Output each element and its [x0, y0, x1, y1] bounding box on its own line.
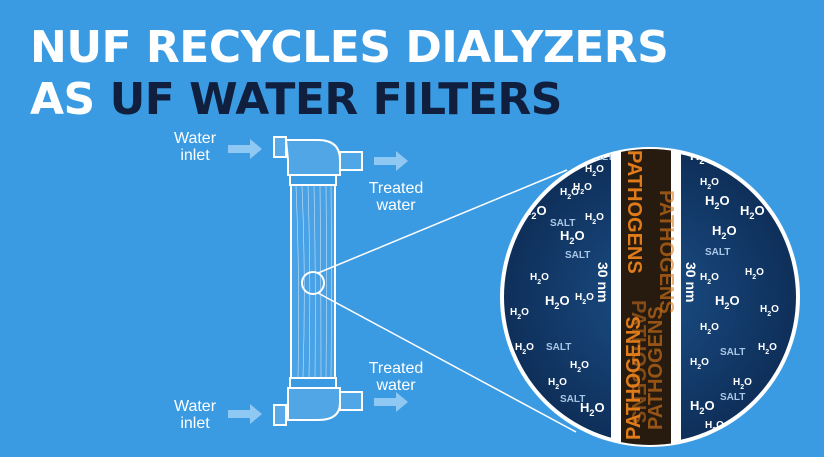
pathogens-labels: PATHOGENS PATHOGENS PATHOGENS PATHOGENS … — [623, 150, 677, 440]
pathogen-label: PATHOGENS — [645, 306, 667, 430]
page-title: NUF RECYCLES DIALYZERS AS UF WATER FILTE… — [30, 22, 669, 126]
salt-label: SALT — [705, 247, 730, 258]
salt-label: SALT — [720, 347, 745, 358]
label-line: inlet — [180, 147, 210, 164]
h2o-label: H2O — [510, 307, 529, 321]
label-line: Treated — [368, 180, 424, 197]
h2o-label: H2O — [515, 342, 534, 356]
h2o-label: H2O — [700, 272, 719, 286]
pore-size-label: 30 nm — [595, 262, 611, 302]
salt-label: SALT — [550, 218, 575, 229]
h2o-label: H2O — [570, 360, 589, 374]
h2o-label: H2O — [560, 228, 585, 246]
salt-label: SALT — [565, 250, 590, 261]
h2o-label: H2O — [548, 377, 567, 391]
arrow-right-icon — [228, 404, 262, 424]
dialyzer-cartridge — [273, 136, 363, 426]
membrane-wall — [671, 149, 681, 445]
water-inlet-top-label: Water inlet — [168, 130, 222, 164]
salt-label: SALT — [588, 152, 613, 163]
h2o-label: H2O — [712, 223, 737, 241]
water-inlet-bottom-label: Water inlet — [168, 398, 222, 432]
h2o-label: H2O — [545, 293, 570, 311]
pathogen-label: PATHOGENS — [623, 316, 645, 440]
h2o-label: H2O — [530, 272, 549, 286]
h2o-label: H2O — [758, 342, 777, 356]
h2o-label: H2O — [705, 193, 730, 211]
h2o-label: H2O — [690, 398, 715, 416]
salt-label: SALT — [560, 394, 585, 405]
salt-label: SALT — [546, 342, 571, 353]
h2o-label: H2O — [573, 182, 592, 196]
zoom-view: PATHOGENS PATHOGENS PATHOGENS PATHOGENS … — [500, 147, 800, 447]
water-molecules: H2O H2O H2O H2O H2O H2O H2O H2O H2O H2O … — [510, 149, 779, 434]
label-line: water — [376, 377, 416, 394]
treated-water-top-label: Treated water — [364, 180, 428, 214]
h2o-label: H2O — [585, 212, 604, 226]
h2o-label: H2O — [740, 203, 765, 221]
h2o-label: H2O — [560, 187, 579, 201]
h2o-label: H2O — [575, 292, 594, 306]
h2o-label: H2O — [700, 177, 719, 191]
pathogen-label: PATHOGENS — [623, 150, 645, 274]
treated-water-bottom-label: Treated water — [364, 360, 428, 394]
h2o-label: H2O — [580, 400, 605, 418]
h2o-label: H2O — [715, 293, 740, 311]
label-line: water — [376, 197, 416, 214]
pore-size-label: 30 nm — [683, 262, 699, 302]
pathogen-label: PATHOGENS — [627, 300, 649, 424]
h2o-label: H2O — [690, 357, 709, 371]
membrane-channel — [621, 149, 671, 445]
h2o-label: H2O — [585, 164, 604, 178]
title-highlight: UF WATER FILTERS — [109, 74, 563, 125]
title-line-1: NUF RECYCLES DIALYZERS — [30, 22, 669, 73]
arrow-right-icon — [228, 139, 262, 159]
zoom-lines — [317, 169, 577, 433]
arrow-right-icon — [374, 392, 408, 412]
label-line: Treated — [368, 360, 424, 377]
h2o-label: H2O — [700, 322, 719, 336]
h2o-label: H2O — [760, 304, 779, 318]
h2o-label: H2O — [733, 377, 752, 391]
salt-molecules: SALT SALT SALT SALT SALT SALT SALT SALT — [546, 152, 745, 405]
label-line: inlet — [180, 415, 210, 432]
arrow-right-icon — [374, 151, 408, 171]
title-line-2: AS UF WATER FILTERS — [30, 74, 668, 126]
title-prefix: AS — [30, 74, 110, 125]
pathogen-label: PATHOGENS — [655, 190, 677, 314]
label-line: Water — [173, 130, 217, 147]
h2o-label: H2O — [745, 267, 764, 281]
membrane-wall — [611, 149, 621, 445]
salt-label: SALT — [720, 392, 745, 403]
label-line: Water — [173, 398, 217, 415]
